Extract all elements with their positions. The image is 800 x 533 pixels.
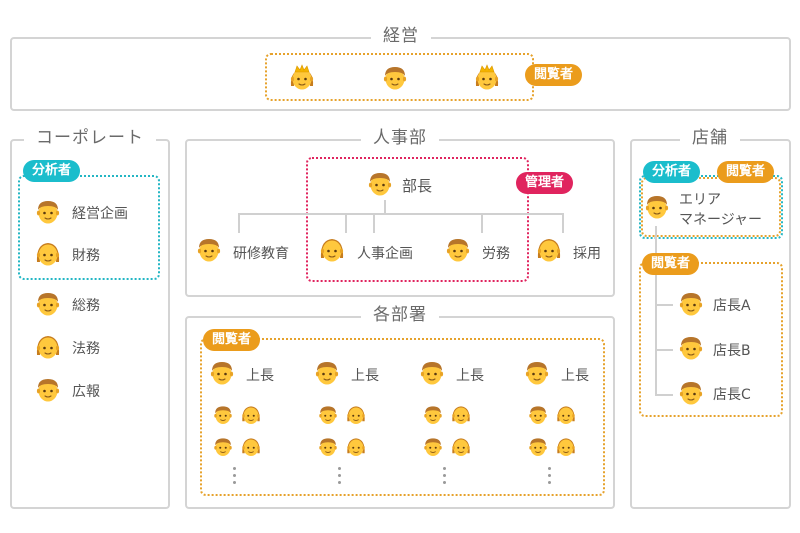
princess-icon	[288, 64, 316, 92]
member-label: 総務	[72, 298, 100, 314]
stores-analyst-badge: 分析者	[643, 161, 701, 183]
more-dots-icon	[443, 467, 447, 488]
man-icon	[195, 236, 223, 264]
org-line	[238, 213, 240, 233]
member-label: 経営企画	[72, 206, 128, 222]
boy-icon	[422, 436, 444, 458]
store-manager-label: 店長A	[713, 298, 751, 314]
man-icon	[643, 193, 671, 221]
girl-icon	[555, 404, 577, 426]
area-manager-label: マネージャー	[679, 212, 763, 228]
member-label: 人事企画	[357, 246, 413, 262]
departments-title: 各部署	[361, 305, 439, 325]
woman-icon	[34, 333, 62, 361]
corporate-analyst-badge: 分析者	[23, 160, 81, 182]
boss-label: 上長	[561, 368, 589, 384]
stores-analyst-group	[639, 175, 783, 239]
boy-icon	[212, 404, 234, 426]
stores-viewer-group	[639, 262, 783, 417]
girl-icon	[240, 436, 262, 458]
boy-icon	[527, 404, 549, 426]
corporate-title: コーポレート	[24, 128, 156, 148]
org-line	[238, 213, 564, 215]
woman-icon	[535, 236, 563, 264]
more-dots-icon	[338, 467, 342, 488]
stores-viewer-top-badge: 閲覧者	[717, 161, 775, 183]
boss-label: 上長	[456, 368, 484, 384]
boss-label: 上長	[246, 368, 274, 384]
member-label: 労務	[482, 246, 510, 262]
area-manager-label: エリア	[679, 192, 721, 208]
girl-icon	[345, 404, 367, 426]
org-line	[655, 226, 657, 396]
woman-icon	[34, 240, 62, 268]
man-icon	[34, 376, 62, 404]
hr-head-label: 部長	[402, 177, 433, 195]
hr-admin-badge: 管理者	[516, 172, 574, 194]
member-label: 法務	[72, 341, 100, 357]
man-icon	[366, 170, 394, 198]
boy-icon	[317, 436, 339, 458]
org-line	[655, 394, 673, 396]
boy-icon	[317, 404, 339, 426]
corporate-analyst-group	[18, 175, 160, 280]
org-line	[373, 213, 375, 233]
girl-icon	[450, 404, 472, 426]
man-icon	[208, 359, 236, 387]
departments-viewer-badge: 閲覧者	[203, 329, 261, 351]
girl-icon	[240, 404, 262, 426]
boy-icon	[527, 436, 549, 458]
man-icon	[677, 379, 705, 407]
man-icon	[313, 359, 341, 387]
org-line	[562, 213, 564, 233]
man-icon	[34, 290, 62, 318]
org-line	[655, 304, 673, 306]
girl-icon	[555, 436, 577, 458]
store-manager-label: 店長C	[713, 387, 751, 403]
org-line	[655, 349, 673, 351]
stores-viewer-top-group	[641, 177, 781, 237]
member-label: 財務	[72, 248, 100, 264]
member-label: 採用	[573, 246, 601, 262]
girl-icon	[345, 436, 367, 458]
man-icon	[677, 290, 705, 318]
more-dots-icon	[548, 467, 552, 488]
org-line	[345, 213, 347, 233]
stores-viewer-badge: 閲覧者	[642, 253, 700, 275]
boy-icon	[212, 436, 234, 458]
man-icon	[381, 64, 409, 92]
man-icon	[418, 359, 446, 387]
executive-title: 経営	[371, 26, 431, 46]
store-manager-label: 店長B	[713, 343, 751, 359]
girl-icon	[450, 436, 472, 458]
hr-title: 人事部	[361, 128, 439, 148]
departments-viewer-group	[200, 338, 605, 496]
man-icon	[34, 198, 62, 226]
man-icon	[523, 359, 551, 387]
stores-title: 店舗	[680, 128, 740, 148]
man-icon	[444, 236, 472, 264]
woman-icon	[318, 236, 346, 264]
org-line	[384, 200, 386, 214]
org-line	[481, 213, 483, 233]
member-label: 広報	[72, 384, 100, 400]
boss-label: 上長	[351, 368, 379, 384]
boy-icon	[422, 404, 444, 426]
more-dots-icon	[233, 467, 237, 488]
member-label: 研修教育	[233, 246, 289, 262]
man-icon	[677, 334, 705, 362]
executive-viewer-badge: 閲覧者	[525, 64, 583, 86]
hr-admin-group	[306, 157, 529, 282]
princess-icon	[473, 64, 501, 92]
